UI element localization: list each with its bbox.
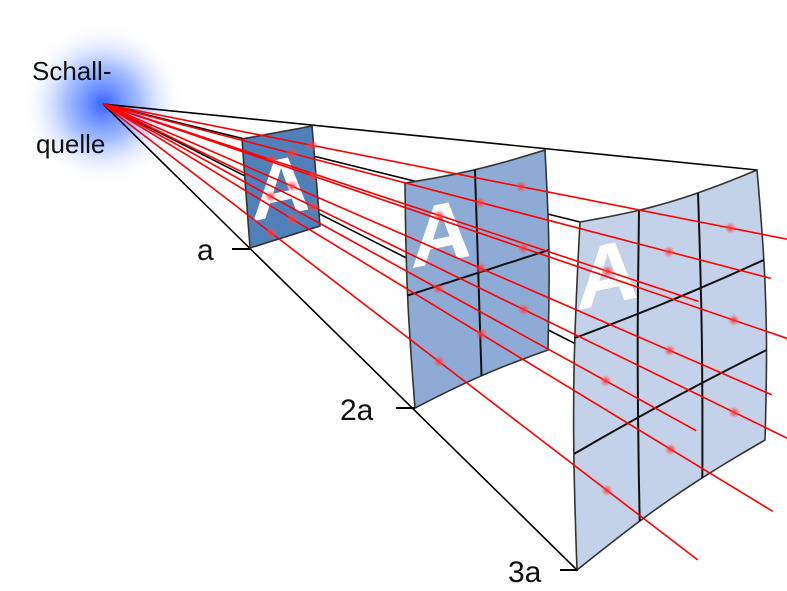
frame-edge-1 xyxy=(102,103,758,171)
ray-hit-dot xyxy=(727,314,740,327)
ray-hit-dot xyxy=(728,406,741,419)
ray-hit-dot xyxy=(600,484,613,497)
area-letter-a: A xyxy=(411,180,472,287)
sound-ray xyxy=(102,103,787,340)
ray-hit-dot xyxy=(517,303,530,316)
ray-hit-dot xyxy=(264,190,277,203)
sound-ray xyxy=(102,103,773,396)
ray-hit-dot xyxy=(475,328,488,341)
ray-hit-dot xyxy=(517,242,530,255)
ray-hit-dot xyxy=(664,443,677,456)
ray-hit-dot xyxy=(599,374,612,387)
source-label-line2: quelle xyxy=(36,129,105,159)
ray-hit-dot xyxy=(432,282,445,295)
ray-hit-dot xyxy=(662,245,675,258)
sound-ray xyxy=(102,103,774,513)
grid-line-horizontal xyxy=(573,349,767,455)
ray-hit-dot xyxy=(515,180,528,193)
ray-hit-dot xyxy=(285,147,298,160)
ray-hit-dot xyxy=(264,226,277,239)
ray-hit-dot xyxy=(432,355,445,368)
ray-hit-dot xyxy=(474,262,487,275)
ray-hit-dot xyxy=(663,344,676,357)
distance-label-a: a xyxy=(197,234,214,267)
ray-hit-dot xyxy=(306,139,319,152)
area-letter-a: A xyxy=(251,135,310,240)
distance-label-2a: 2a xyxy=(340,394,374,427)
sound-ray xyxy=(102,103,771,280)
ray-hit-dot xyxy=(307,200,320,213)
sound-ray xyxy=(102,103,787,241)
grid-line-vertical xyxy=(697,192,704,478)
ray-hit-dot xyxy=(307,170,320,183)
grid-line-horizontal xyxy=(574,259,765,339)
sound-ray xyxy=(102,103,699,303)
ray-hit-dot xyxy=(601,265,614,278)
sound-ray xyxy=(102,103,787,440)
ray-hit-dot xyxy=(285,180,298,193)
ray-hit-dot xyxy=(724,221,737,234)
sound-ray xyxy=(102,103,699,561)
sound-rays xyxy=(102,103,787,561)
sound-ray xyxy=(102,103,697,432)
frame-edge-3 xyxy=(102,103,578,571)
ray-hit-dot xyxy=(286,213,299,226)
source-label-line1: Schall- xyxy=(32,56,111,86)
ray-hit-dot xyxy=(474,196,487,209)
distance-label-3a: 3a xyxy=(508,556,542,589)
